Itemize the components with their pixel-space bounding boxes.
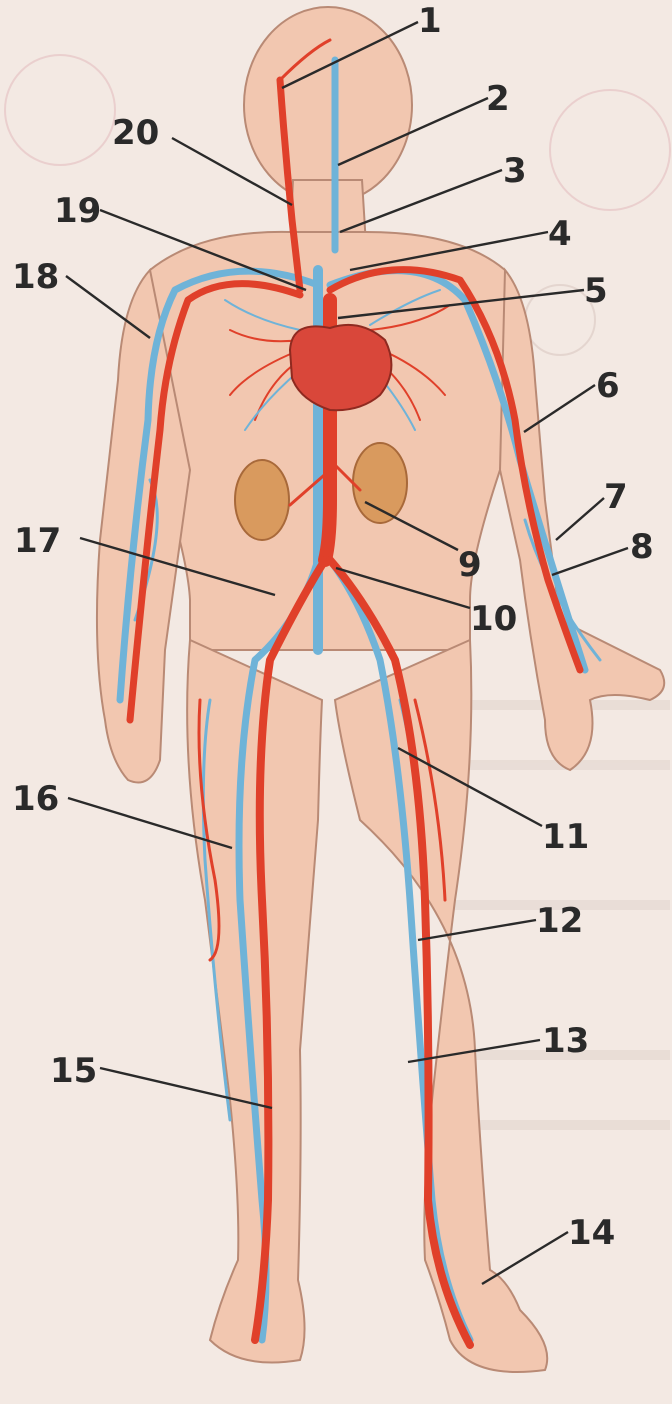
label-19: 19 bbox=[54, 191, 101, 231]
label-20: 20 bbox=[112, 113, 159, 153]
leader-8 bbox=[552, 548, 628, 575]
label-6: 6 bbox=[596, 366, 620, 406]
label-13: 13 bbox=[542, 1021, 589, 1061]
label-1: 1 bbox=[418, 1, 442, 41]
leader-14 bbox=[482, 1232, 568, 1284]
label-8: 8 bbox=[630, 527, 654, 567]
label-12: 12 bbox=[536, 901, 583, 941]
label-11: 11 bbox=[542, 817, 589, 857]
label-15: 15 bbox=[50, 1051, 97, 1091]
label-17: 17 bbox=[14, 521, 61, 561]
left-leg bbox=[187, 640, 322, 1363]
leader-7 bbox=[556, 498, 604, 540]
label-10: 10 bbox=[470, 599, 517, 639]
leader-12 bbox=[418, 920, 536, 940]
label-16: 16 bbox=[12, 779, 59, 819]
label-7: 7 bbox=[604, 477, 628, 517]
heart bbox=[290, 325, 391, 410]
label-14: 14 bbox=[568, 1213, 615, 1253]
label-5: 5 bbox=[584, 271, 608, 311]
label-18: 18 bbox=[12, 257, 59, 297]
label-9: 9 bbox=[458, 545, 482, 585]
body-silhouette bbox=[97, 7, 664, 1372]
label-2: 2 bbox=[486, 79, 510, 119]
left-kidney bbox=[235, 460, 289, 540]
label-3: 3 bbox=[503, 151, 527, 191]
label-4: 4 bbox=[548, 214, 572, 254]
